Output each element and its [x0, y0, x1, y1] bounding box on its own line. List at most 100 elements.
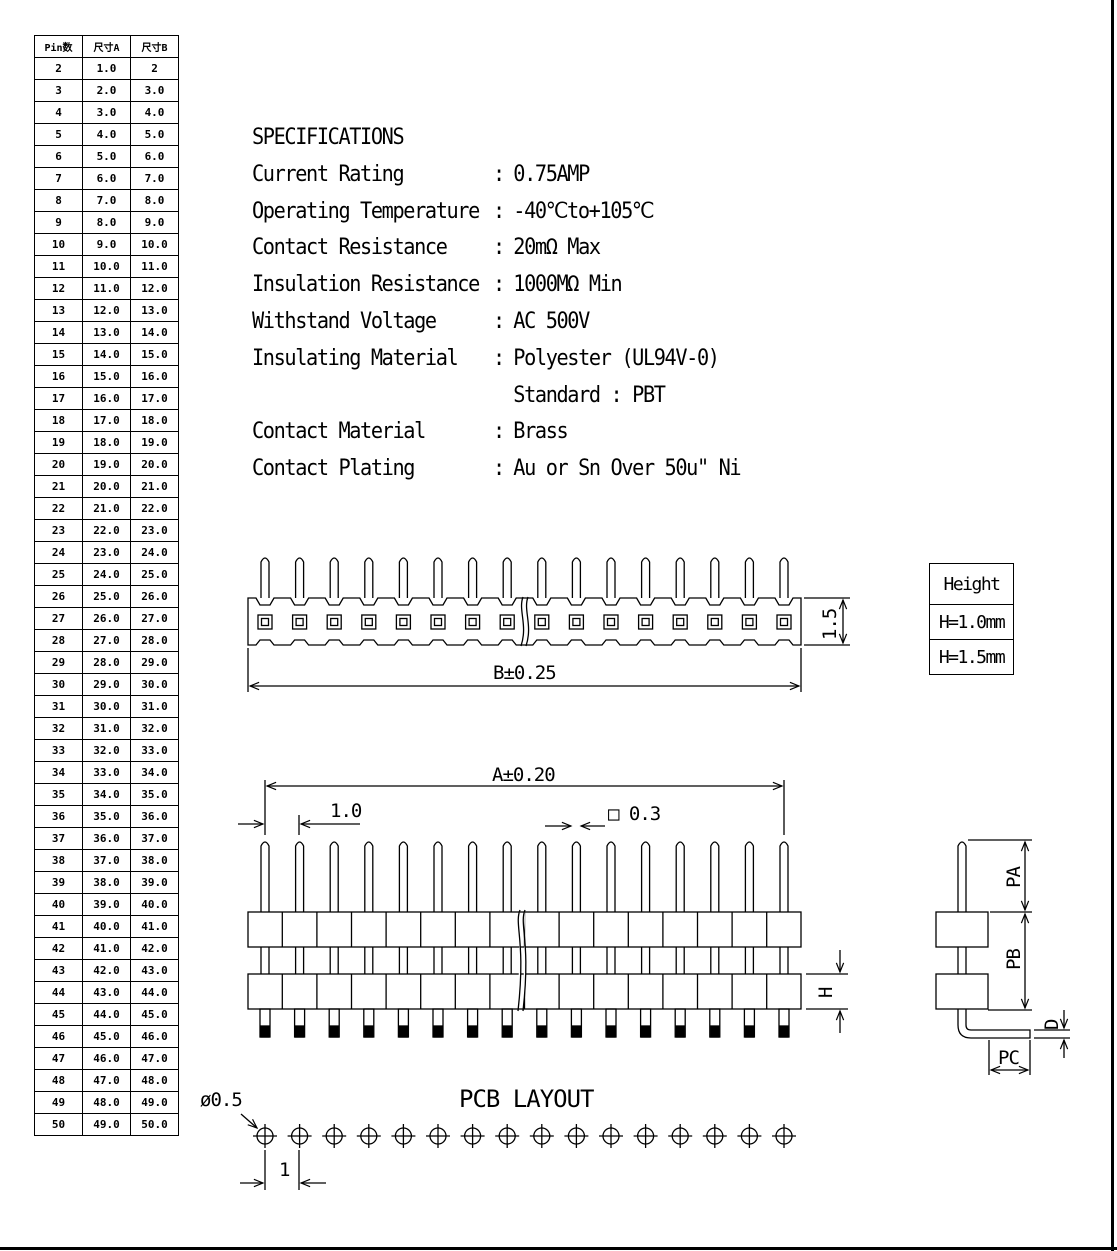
pin-lower-tip	[364, 1025, 374, 1038]
pin-count-cell: 25	[34, 563, 83, 586]
dim-a-cell: 49.0	[82, 1113, 131, 1136]
pin-square-inner	[537, 617, 546, 627]
dim-b-cell: 38.0	[130, 849, 179, 872]
pin-square-inner	[260, 617, 270, 627]
dim-b-cell: 13.0	[130, 299, 179, 322]
dim-a-cell: 39.0	[82, 893, 131, 916]
dim-a-cell: 46.0	[82, 1047, 131, 1070]
frame-bottom-border	[0, 1247, 1117, 1250]
hole-pitch-label: 1	[279, 1159, 290, 1181]
dim-a-cell: 36.0	[82, 827, 131, 850]
pin-middle	[364, 947, 374, 974]
dim-b-cell: 41.0	[130, 915, 179, 938]
pin-upper	[744, 841, 755, 912]
header-body	[247, 597, 802, 646]
side-view-drawing	[935, 839, 1070, 1075]
pin-square-outer	[326, 614, 342, 630]
pin-square-inner	[503, 617, 512, 627]
pin-middle	[675, 947, 685, 974]
dim-b-cell: 12.0	[130, 277, 179, 300]
pin-middle	[502, 947, 512, 974]
break-line	[520, 596, 530, 647]
hole-leader	[240, 1113, 257, 1128]
pin-square-inner	[364, 617, 373, 627]
pin-tip	[779, 557, 789, 598]
pin-lower-tip	[260, 1025, 270, 1038]
pc-dimension-label: PC	[998, 1047, 1019, 1069]
spec-value: Polyester (UL94V-0)	[513, 345, 720, 371]
length-dimension-label: A±0.20	[492, 764, 555, 786]
dim-b-cell: 28.0	[130, 629, 179, 652]
dim-b-cell: 17.0	[130, 387, 179, 410]
pin-upper	[502, 841, 512, 912]
pin-square-outer	[291, 614, 308, 630]
spec-label: Contact Plating	[252, 456, 415, 482]
pin-square-outer	[741, 614, 758, 630]
pin-tip	[675, 557, 685, 598]
pin-lower-tip	[675, 1025, 685, 1038]
side-pin-upper	[957, 841, 967, 912]
pin-square-inner	[399, 617, 408, 627]
pin-count-cell: 50	[34, 1113, 83, 1136]
dim-a-cell: 11.0	[82, 277, 131, 300]
pin-square-inner	[710, 617, 719, 627]
pin-tip	[433, 557, 443, 598]
pin-square-inner	[745, 617, 754, 627]
spec-label: Operating Temperature	[252, 198, 480, 224]
pin-count-cell: 10	[34, 233, 83, 256]
pin-count-cell: 14	[34, 321, 83, 344]
pin-tip	[640, 557, 651, 598]
pin-lower-tip	[744, 1025, 755, 1038]
dim-b-cell: 34.0	[130, 761, 179, 784]
spec-label: Contact Material	[252, 419, 426, 445]
pin-square-outer	[568, 614, 585, 630]
pin-tip	[260, 557, 270, 598]
pin-tip	[502, 557, 512, 598]
pin-upper	[571, 841, 582, 912]
spec-label: Insulating Material	[252, 345, 459, 371]
spec-label: Insulation Resistance	[252, 272, 480, 298]
pin-square-inner	[572, 617, 581, 627]
pin-square-outer	[534, 614, 550, 630]
spec-colon: :	[493, 198, 505, 224]
dim-a-cell: 32.0	[82, 739, 131, 762]
pin-count-cell: 30	[34, 673, 83, 696]
spec-value: Standard : PBT	[513, 382, 666, 408]
pin-upper	[606, 841, 616, 912]
dim-b-cell: 21.0	[130, 475, 179, 498]
spec-value: AC 500V	[513, 308, 590, 334]
pin-middle	[744, 947, 755, 974]
pin-lower-tip	[329, 1025, 339, 1038]
pin-upper	[467, 841, 478, 912]
pin-lower-tip	[502, 1025, 512, 1038]
pin-tip	[294, 557, 305, 598]
pin-table-header-row: Pin数 尺寸A 尺寸B	[34, 35, 179, 58]
spec-colon: :	[493, 161, 505, 187]
pin-lower-tip	[433, 1025, 443, 1038]
spec-value: Brass	[513, 419, 568, 445]
dim-a-cell: 29.0	[82, 673, 131, 696]
dim-b-cell: 50.0	[130, 1113, 179, 1136]
height-option: H=1.0mm	[929, 604, 1014, 640]
pin-square-outer	[395, 614, 412, 630]
pcb-layout-drawing	[240, 1113, 796, 1190]
specifications-title: SPECIFICATIONS	[252, 125, 405, 150]
side-pin-middle	[957, 947, 967, 974]
pin-lower-tip	[537, 1025, 547, 1038]
